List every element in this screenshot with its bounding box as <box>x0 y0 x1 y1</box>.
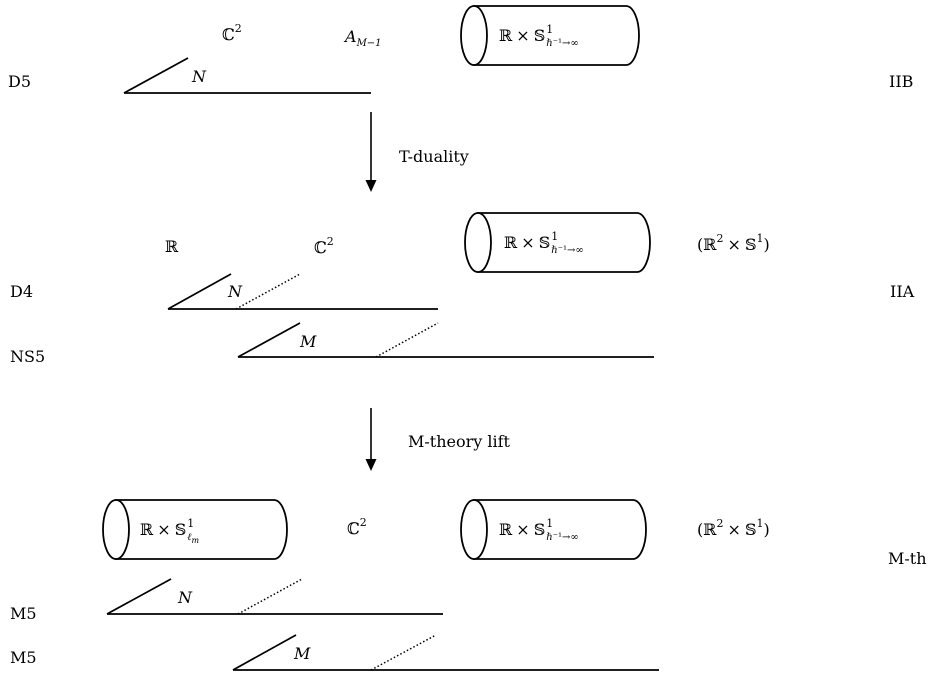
r-middle: ℝ <box>165 237 179 256</box>
label-iib: IIB <box>889 72 913 91</box>
label-d4: D4 <box>10 282 33 301</box>
label-d5: D5 <box>8 72 31 91</box>
m5-brane-lower: M <box>232 634 659 671</box>
ns5-m-label: M <box>299 332 317 351</box>
c2-bottom: ℂ2 <box>347 516 367 538</box>
m5-m-label: M <box>293 644 311 663</box>
label-m5-lower: M5 <box>10 648 37 667</box>
d4-n-label: N <box>227 282 243 301</box>
t-duality-arrow: T-duality <box>365 112 469 192</box>
d4-brane: N <box>167 273 438 310</box>
ns5-brane: M <box>237 322 654 358</box>
d5-n-label: N <box>191 67 207 86</box>
t-duality-label: T-duality <box>399 147 469 166</box>
label-iia: IIA <box>890 282 915 301</box>
m-theory-arrow: M-theory lift <box>365 408 511 471</box>
c2-middle: ℂ2 <box>314 235 334 257</box>
m5-n-label: N <box>177 588 193 607</box>
c2-top: ℂ2 <box>222 22 242 44</box>
m-theory-lift-label: M-theory lift <box>408 432 511 451</box>
m5-brane-upper: N <box>106 578 443 615</box>
a-m-1-label: AM−1 <box>343 27 382 49</box>
label-ns5: NS5 <box>10 347 45 366</box>
r2-s1-middle: (ℝ2×𝕊1) <box>697 232 770 254</box>
d5-brane: N <box>123 57 371 94</box>
r2-s1-bottom: (ℝ2×𝕊1) <box>697 517 770 539</box>
label-m-th: M-th <box>888 549 927 568</box>
label-m5-upper: M5 <box>10 604 37 623</box>
